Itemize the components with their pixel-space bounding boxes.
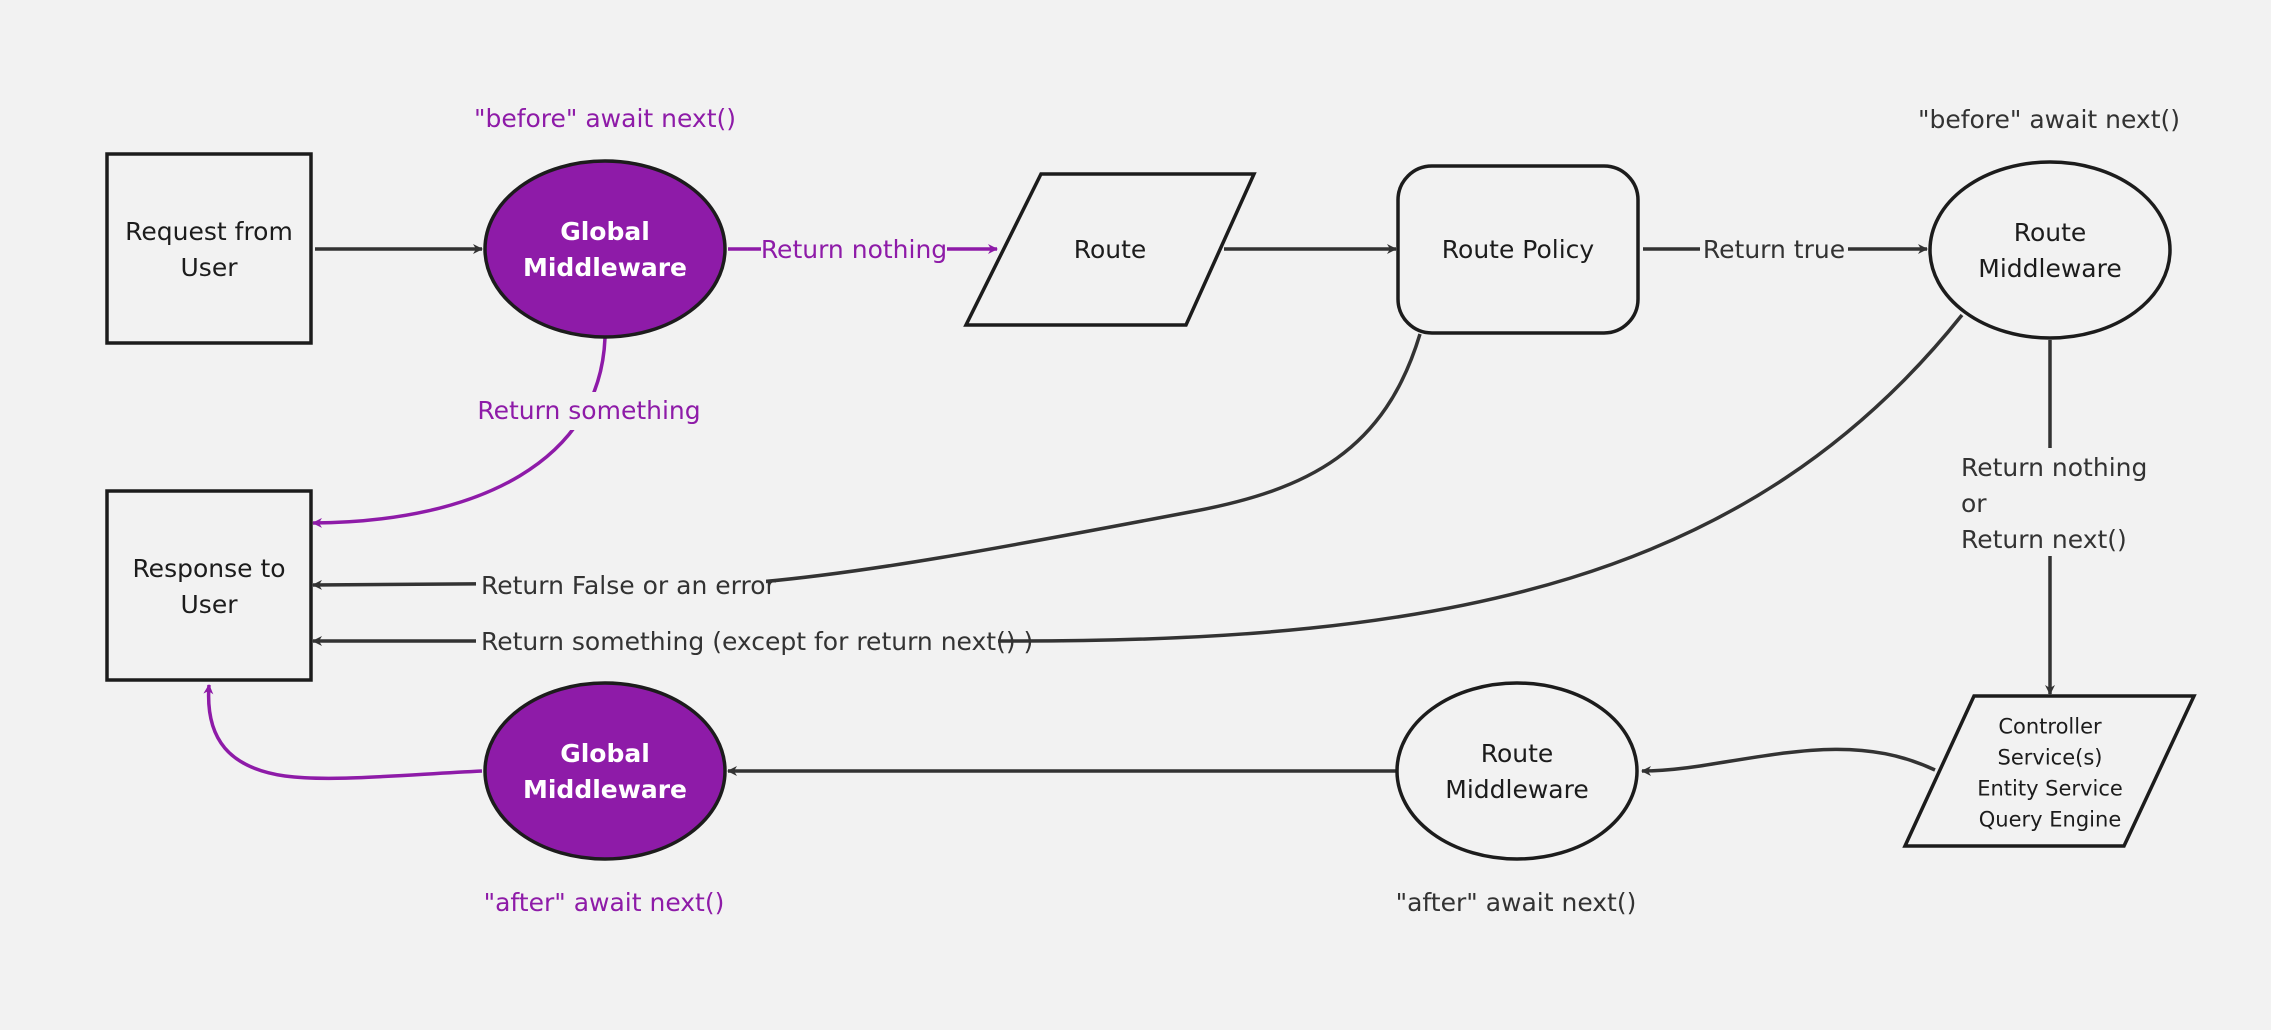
edges	[203, 244, 2055, 781]
route-node: Route	[963, 172, 1257, 327]
edge-route-middleware-something-to-response	[312, 313, 1964, 646]
label-return-something-except: Return something (except for return next…	[476, 622, 1033, 660]
route-before-annotation: "before" await next()	[1918, 105, 2180, 134]
route-policy-node: Route Policy	[1396, 164, 1640, 335]
return-false-or-error-text: Return False or an error	[481, 571, 776, 600]
label-return-nothing: Return nothing	[761, 232, 947, 266]
edge-policy-false-to-response	[312, 333, 1422, 590]
global-before-annotation: "before" await next()	[474, 104, 736, 133]
edge-global-to-response	[312, 337, 607, 528]
return-something-except-text: Return something (except for return next…	[481, 627, 1033, 656]
return-nothing-text: Return nothing	[761, 235, 947, 264]
edge-controller-to-route-middleware	[1641, 747, 1936, 776]
label-return-false-or-error: Return False or an error	[476, 566, 776, 604]
edge-global-after-to-response	[203, 684, 483, 781]
return-true-text: Return true	[1703, 235, 1845, 264]
global-after-annotation: "after" await next()	[484, 888, 725, 917]
label-return-true: Return true	[1700, 232, 1848, 266]
label-return-something: Return something	[477, 392, 701, 430]
route-after-annotation: "after" await next()	[1396, 888, 1637, 917]
route-policy-label: Route Policy	[1442, 235, 1595, 264]
return-something-text: Return something	[477, 396, 700, 425]
annotations: "before" await next() "before" await nex…	[474, 104, 2180, 917]
route-label: Route	[1074, 235, 1147, 264]
edge-labels: Return nothing Return something Return t…	[476, 232, 2147, 660]
